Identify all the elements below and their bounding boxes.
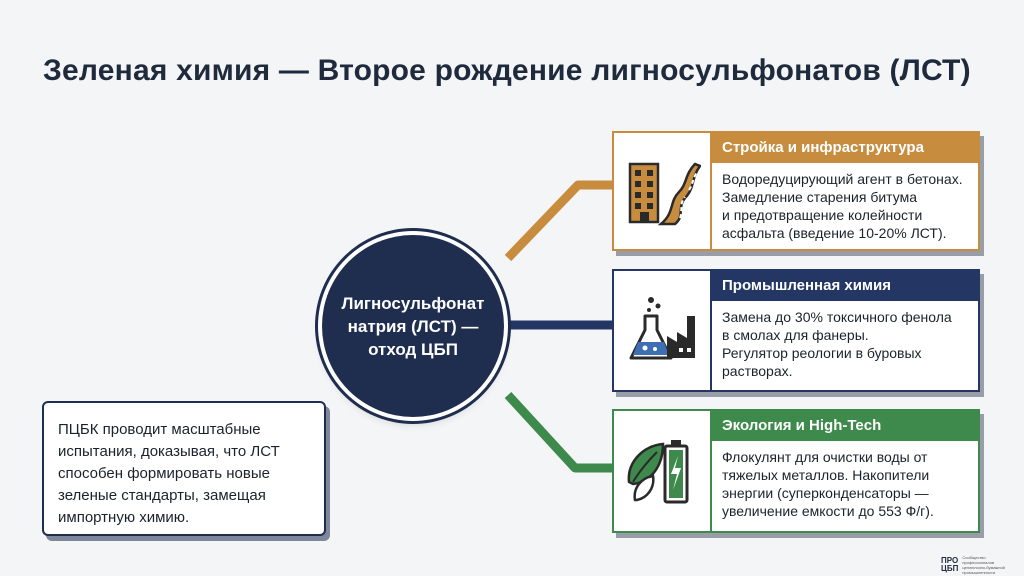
note-line: способен формировать новые xyxy=(58,465,270,482)
card-construction-heading: Стройка и инфраструктура xyxy=(710,133,978,163)
hub-label: Лигносульфонат натрия (ЛСТ) — отход ЦБП xyxy=(341,293,485,359)
connector-ecology xyxy=(504,391,614,473)
flask-factory-icon xyxy=(629,296,695,359)
card-line: Замена до 30% токсичного фенола xyxy=(722,309,952,325)
page-title: Зеленая химия — Второе рождение лигносул… xyxy=(43,54,971,87)
card-chemistry-text: Замена до 30% токсичного фенола в смолах… xyxy=(722,308,972,380)
card-chemistry-heading: Промышленная химия xyxy=(710,271,978,301)
card-line: тяжелых металлов. Накопители xyxy=(722,467,930,483)
callout-note: ПЦБК проводит масштабные испытания, дока… xyxy=(42,401,326,536)
card-line: и предотвращение колейности xyxy=(722,207,923,223)
note-line: ПЦБК проводит масштабные xyxy=(58,421,261,438)
brand-logo: ПРО ЦБП Сообщество профессионалов целлюл… xyxy=(941,555,1017,575)
card-construction-icon-box xyxy=(614,133,712,249)
leaf-battery-icon xyxy=(627,440,689,504)
logo-mark-top: ПРО xyxy=(941,556,959,565)
card-line: Замедление старения битума xyxy=(722,189,917,205)
card-chemistry-icon-box xyxy=(614,271,712,390)
logo-mark: ПРО ЦБП xyxy=(941,557,958,573)
card-construction: Стройка и инфраструктура Водоредуцирующи… xyxy=(612,131,980,251)
card-industrial-chemistry: Промышленная химия Замена до 30% токсичн… xyxy=(612,269,980,392)
card-ecology-text: Флокулянт для очистки воды от тяжелых ме… xyxy=(722,448,972,520)
note-line: испытания, доказывая, что ЛСТ xyxy=(58,443,280,460)
card-line: энергии (суперконденсаторы — xyxy=(722,485,929,501)
card-line: Регулятор реологии в буровых xyxy=(722,345,922,361)
note-line: зеленые стандарты, замещая xyxy=(58,487,266,504)
card-ecology-hightech: Экология и High-Tech Флокулянт для очист… xyxy=(612,409,980,533)
card-line: растворах. xyxy=(722,363,793,379)
card-construction-text: Водоредуцирующий агент в бетонах. Замедл… xyxy=(722,170,972,242)
card-line: асфальта (введение 10-20% ЛСТ). xyxy=(722,225,947,241)
card-ecology-icon-box xyxy=(614,411,712,531)
central-hub: Лигносульфонат натрия (ЛСТ) — отход ЦБП xyxy=(322,235,504,417)
card-line: в смолах для фанеры. xyxy=(722,327,869,343)
logo-tagline: Сообщество профессионалов целлюлозно-бум… xyxy=(962,555,1005,575)
card-ecology-heading: Экология и High-Tech xyxy=(710,411,978,441)
building-road-icon xyxy=(628,162,701,226)
connector-construction xyxy=(504,180,614,262)
card-line: Флокулянт для очистки воды от xyxy=(722,449,928,465)
card-line: Водоредуцирующий агент в бетонах. xyxy=(722,171,963,187)
logo-mark-bottom: ЦБП xyxy=(941,564,959,573)
card-line: увеличение емкости до 553 Ф/г). xyxy=(722,503,934,519)
note-line: импортную химию. xyxy=(58,509,190,526)
